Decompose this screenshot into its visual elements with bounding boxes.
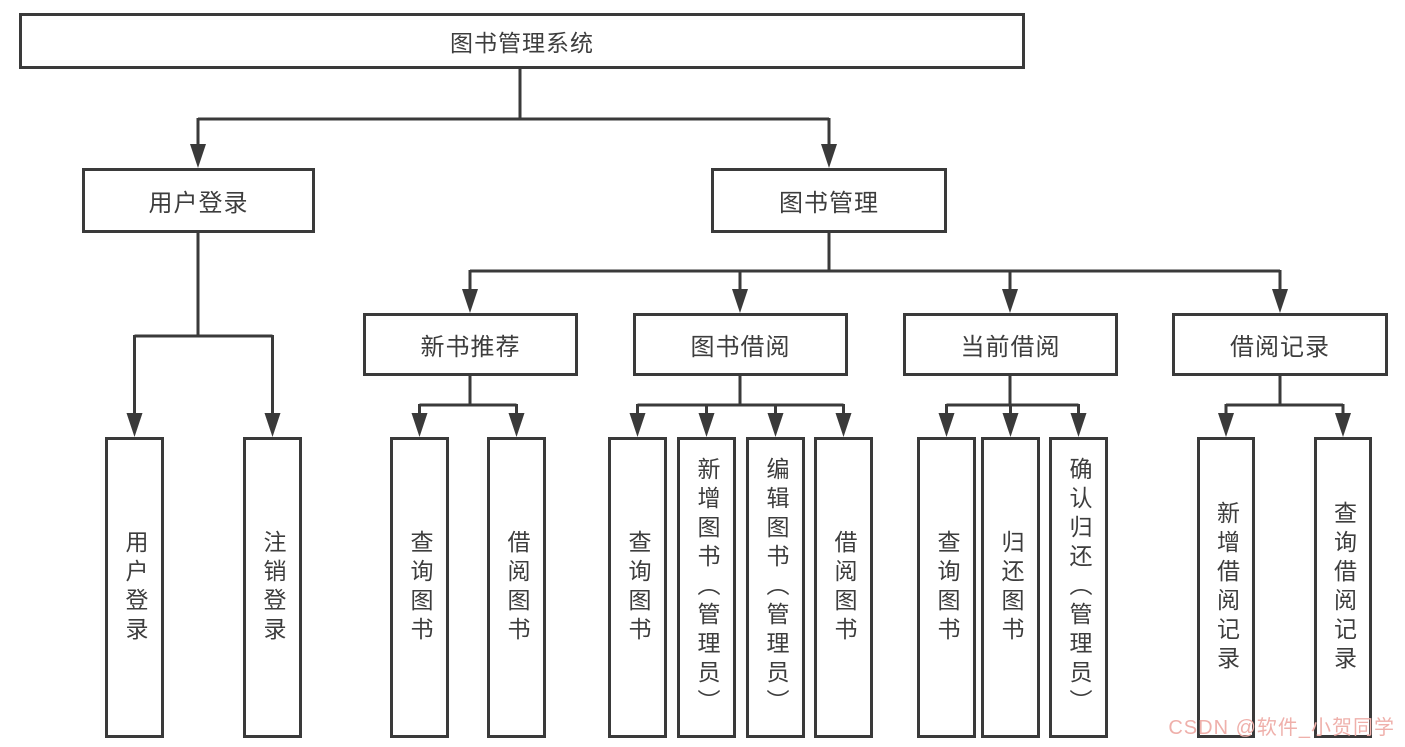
leaf-borrow-book: 借阅图书 bbox=[487, 437, 546, 738]
leaf-logout-login: 注销登录 bbox=[243, 437, 302, 738]
leaf-return-book: 归还图书 bbox=[981, 437, 1040, 738]
leaf-user-login: 用户登录 bbox=[105, 437, 164, 738]
leaf-query-book: 查询图书 bbox=[917, 437, 976, 738]
leaf-borrow-book: 借阅图书 bbox=[814, 437, 873, 738]
leaf-add-borrow-record: 新增借阅记录 bbox=[1197, 437, 1255, 738]
node-current-borrow: 当前借阅 bbox=[903, 313, 1118, 376]
node-new-book-recommend: 新书推荐 bbox=[363, 313, 578, 376]
node-borrow-record: 借阅记录 bbox=[1172, 313, 1388, 376]
leaf-query-borrow-record: 查询借阅记录 bbox=[1314, 437, 1372, 738]
node-book-borrow: 图书借阅 bbox=[633, 313, 848, 376]
leaf-confirm-return-admin: 确认归还（管理员） bbox=[1049, 437, 1108, 738]
node-root: 图书管理系统 bbox=[19, 13, 1025, 69]
leaf-query-book: 查询图书 bbox=[390, 437, 449, 738]
leaf-edit-book-admin: 编辑图书（管理员） bbox=[746, 437, 805, 738]
node-book-management: 图书管理 bbox=[711, 168, 947, 233]
leaf-query-book: 查询图书 bbox=[608, 437, 667, 738]
node-user-login: 用户登录 bbox=[82, 168, 315, 233]
leaf-add-book-admin: 新增图书（管理员） bbox=[677, 437, 736, 738]
watermark: CSDN @软件_小贺同学 bbox=[1168, 717, 1395, 739]
